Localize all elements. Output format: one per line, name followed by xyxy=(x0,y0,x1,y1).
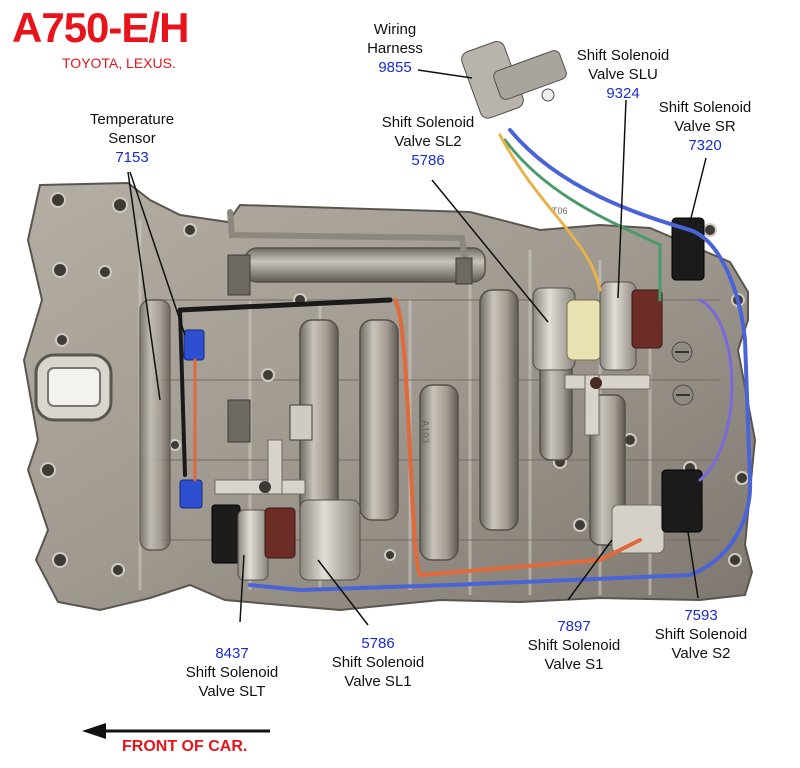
solenoid-sl1 xyxy=(264,499,361,581)
label-wiring-harness: Wiring Harness 9855 xyxy=(355,20,435,77)
label-shift-solenoid-sl2: Shift Solenoid Valve SL2 5786 xyxy=(368,113,488,170)
solenoid-sr xyxy=(631,217,705,349)
page-title: A750-E/H xyxy=(12,4,189,51)
page-subtitle: TOYOTA, LEXUS. xyxy=(62,55,176,71)
solenoid-s2 xyxy=(661,469,703,533)
part-number: 5786 xyxy=(361,635,395,652)
part-number: 7897 xyxy=(557,618,591,635)
part-number: 7320 xyxy=(688,137,722,154)
solenoid-sl2 xyxy=(532,287,602,371)
casting-stamp: A193 xyxy=(419,420,430,444)
label-temperature-sensor: Temperature Sensor 7153 xyxy=(72,110,192,167)
front-of-car-label: FRONT OF CAR. xyxy=(122,738,248,755)
wiring-loom xyxy=(177,128,753,593)
part-number: 9324 xyxy=(606,85,640,102)
front-arrow-icon xyxy=(82,723,270,739)
temperature-sensor-connector xyxy=(183,329,205,361)
temperature-sensor-plug xyxy=(179,479,203,509)
label-shift-solenoid-sr: Shift Solenoid Valve SR 7320 xyxy=(645,98,765,155)
part-number: 9855 xyxy=(378,59,412,76)
solenoid-s1 xyxy=(611,504,665,554)
t06-stamp: T06 xyxy=(552,206,568,216)
label-shift-solenoid-sl1: 5786 Shift Solenoid Valve SL1 xyxy=(318,634,438,691)
part-number: 8437 xyxy=(215,645,249,662)
part-number: 7153 xyxy=(115,149,149,166)
label-shift-solenoid-s2: 7593 Shift Solenoid Valve S2 xyxy=(641,606,761,663)
label-shift-solenoid-slt: 8437 Shift Solenoid Valve SLT xyxy=(172,644,292,701)
part-number: 7593 xyxy=(684,607,718,624)
part-number: 5786 xyxy=(411,152,445,169)
solenoid-slt xyxy=(211,504,269,581)
label-shift-solenoid-slu: Shift Solenoid Valve SLU 9324 xyxy=(563,46,683,103)
label-shift-solenoid-s1: 7897 Shift Solenoid Valve S1 xyxy=(514,617,634,674)
wiring-harness-connector xyxy=(461,40,567,119)
leader-lines xyxy=(127,69,707,626)
